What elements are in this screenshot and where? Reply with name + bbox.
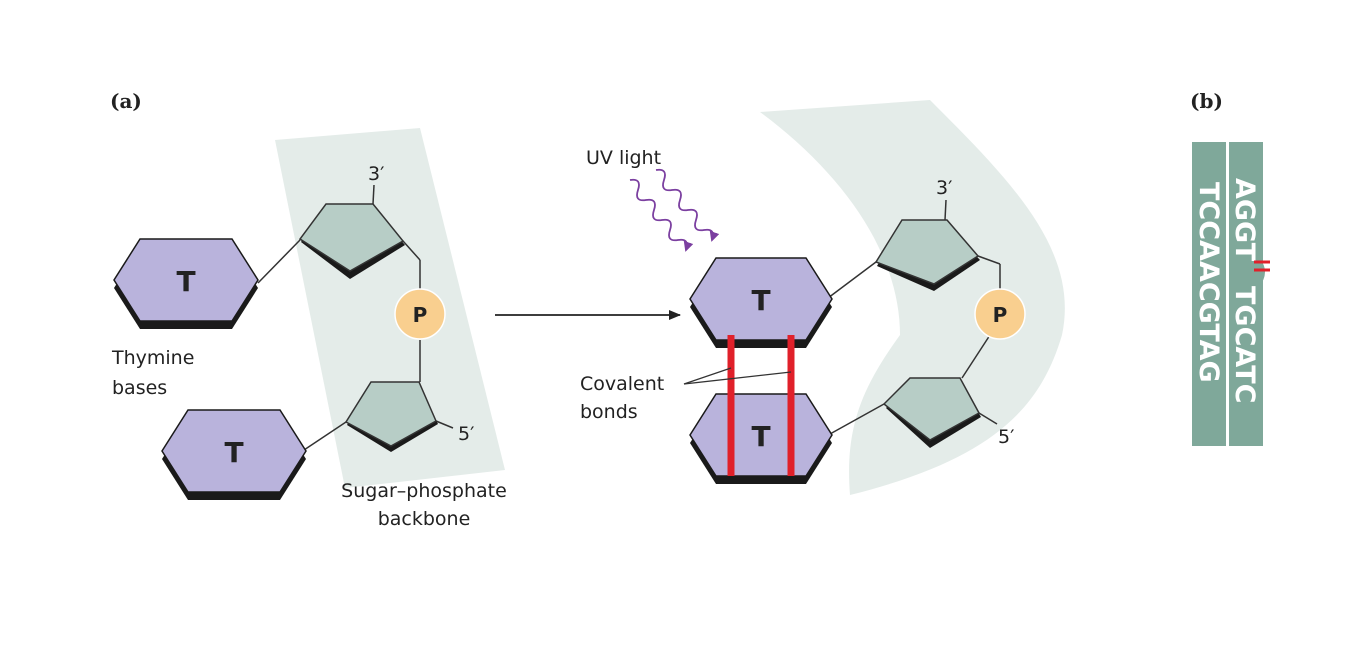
panel-a-label: (a) — [110, 89, 142, 113]
panel-b-label: (b) — [1190, 89, 1223, 113]
covalent-pointer-2 — [683, 371, 792, 385]
panel-b-dna: TCCAACGTAG AGGT TGCATC — [1192, 142, 1270, 446]
phosphate-right: P — [974, 288, 1026, 340]
phosphate-letter: P — [413, 303, 428, 327]
sugar-lower-left — [344, 381, 438, 452]
base-letter: T — [751, 284, 770, 317]
strand-left — [1192, 142, 1226, 446]
uv-ray-2 — [655, 168, 720, 242]
backbone-band-right — [760, 100, 1065, 495]
covalent-label-line2: bonds — [580, 401, 638, 423]
five-prime-label-right: 5′ — [998, 426, 1014, 448]
thymine-label-line1: Thymine — [111, 347, 194, 369]
uv-light-label: UV light — [586, 147, 661, 169]
right-structure: T T 3′ P 5′ — [689, 100, 1065, 495]
thymine-base-lower-left: T — [161, 409, 307, 500]
base-letter: T — [224, 436, 243, 469]
phosphate-left: P — [394, 288, 446, 340]
backbone-label-line2: backbone — [378, 508, 471, 530]
thymine-base-upper-left: T — [113, 238, 259, 329]
backbone-label-line1: Sugar–phosphate — [341, 480, 507, 502]
thymine-base-lower-right: T — [689, 393, 833, 484]
strand-1-sequence: TCCAACGTAG — [1193, 182, 1224, 383]
strand-2-sequence-part2: TGCATC — [1229, 286, 1260, 403]
uv-wavy-arrows — [629, 168, 720, 252]
five-prime-label-left: 5′ — [458, 423, 474, 445]
dimer-bulge — [1240, 242, 1265, 302]
strand-2-sequence-part1: AGGT — [1229, 178, 1260, 262]
three-prime-label-right: 3′ — [936, 177, 952, 199]
base-letter: T — [176, 265, 195, 298]
three-prime-label-left: 3′ — [368, 163, 384, 185]
covalent-label-line1: Covalent — [580, 373, 664, 395]
thymine-base-upper-right: T — [689, 257, 833, 348]
phosphate-letter: P — [993, 303, 1008, 327]
base-letter: T — [751, 420, 770, 453]
sugar-lower-right — [882, 377, 981, 448]
sugar-upper-left — [298, 203, 405, 279]
thymine-label-line2: bases — [112, 377, 167, 399]
sugar-upper-right — [874, 219, 980, 291]
covalent-pointer-1 — [683, 367, 732, 385]
left-structure: T 3′ P 5′ T — [113, 128, 505, 500]
uv-ray-1 — [629, 178, 694, 252]
